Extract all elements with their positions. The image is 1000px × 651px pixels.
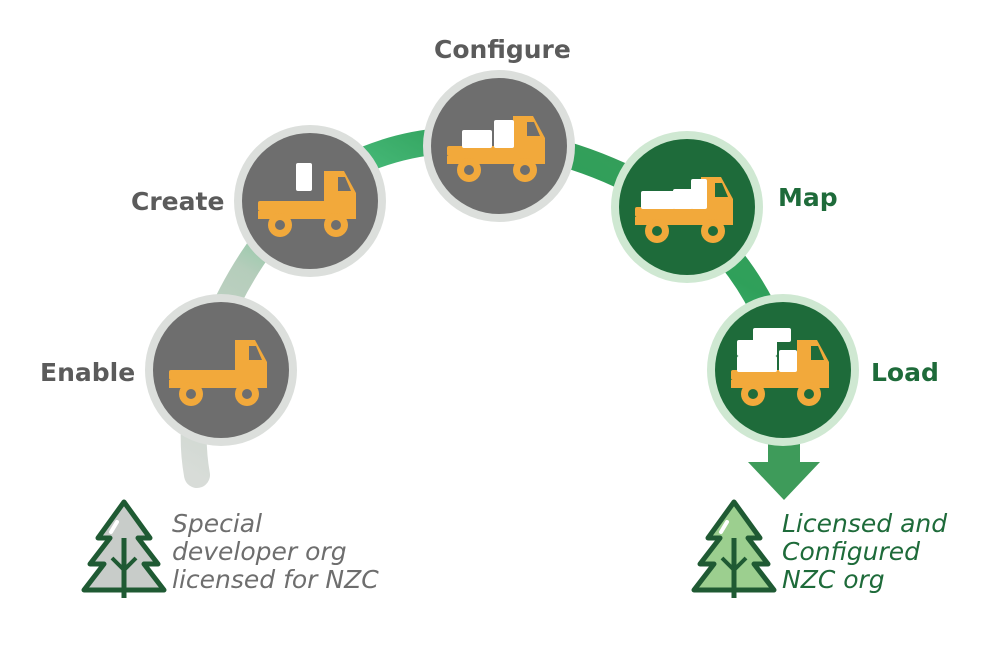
end-note-line: Configured <box>782 537 920 566</box>
truck-icon <box>447 116 545 182</box>
truck-icon <box>635 177 733 243</box>
cargo-box <box>779 350 797 372</box>
cargo-box <box>753 328 791 342</box>
start-note: Special developer org licensed for NZC <box>172 509 379 594</box>
cargo-box <box>494 120 514 148</box>
cargo-box <box>737 340 777 356</box>
truck-icon <box>258 163 356 237</box>
step-label-load: Load <box>871 358 939 387</box>
steps-layer <box>145 70 859 446</box>
step-node-load <box>707 294 859 446</box>
pine-tree-icon <box>81 499 167 598</box>
pine-tree-icon <box>691 499 777 598</box>
step-node-enable <box>145 294 297 446</box>
truck-icon <box>731 328 829 406</box>
start-note-line: licensed for NZC <box>172 565 379 594</box>
start-note-line: Special <box>172 509 262 538</box>
cargo-box <box>737 356 777 372</box>
cargo-box <box>296 163 312 191</box>
cargo-box <box>673 189 693 209</box>
step-node-map <box>611 131 763 283</box>
cargo-box <box>691 179 707 209</box>
end-note: Licensed and Configured NZC org <box>782 509 955 594</box>
truck-icon <box>169 340 267 406</box>
start-note-line: developer org <box>172 537 347 566</box>
step-label-create: Create <box>131 187 224 216</box>
step-label-enable: Enable <box>40 358 135 387</box>
cargo-box <box>641 191 675 209</box>
cargo-box <box>462 130 492 148</box>
end-note-line: Licensed and <box>782 509 947 538</box>
end-note-line: NZC org <box>782 565 885 594</box>
step-label-configure: Configure <box>434 35 571 64</box>
step-node-create <box>234 125 386 277</box>
step-node-configure <box>423 70 575 222</box>
step-label-map: Map <box>778 183 838 212</box>
